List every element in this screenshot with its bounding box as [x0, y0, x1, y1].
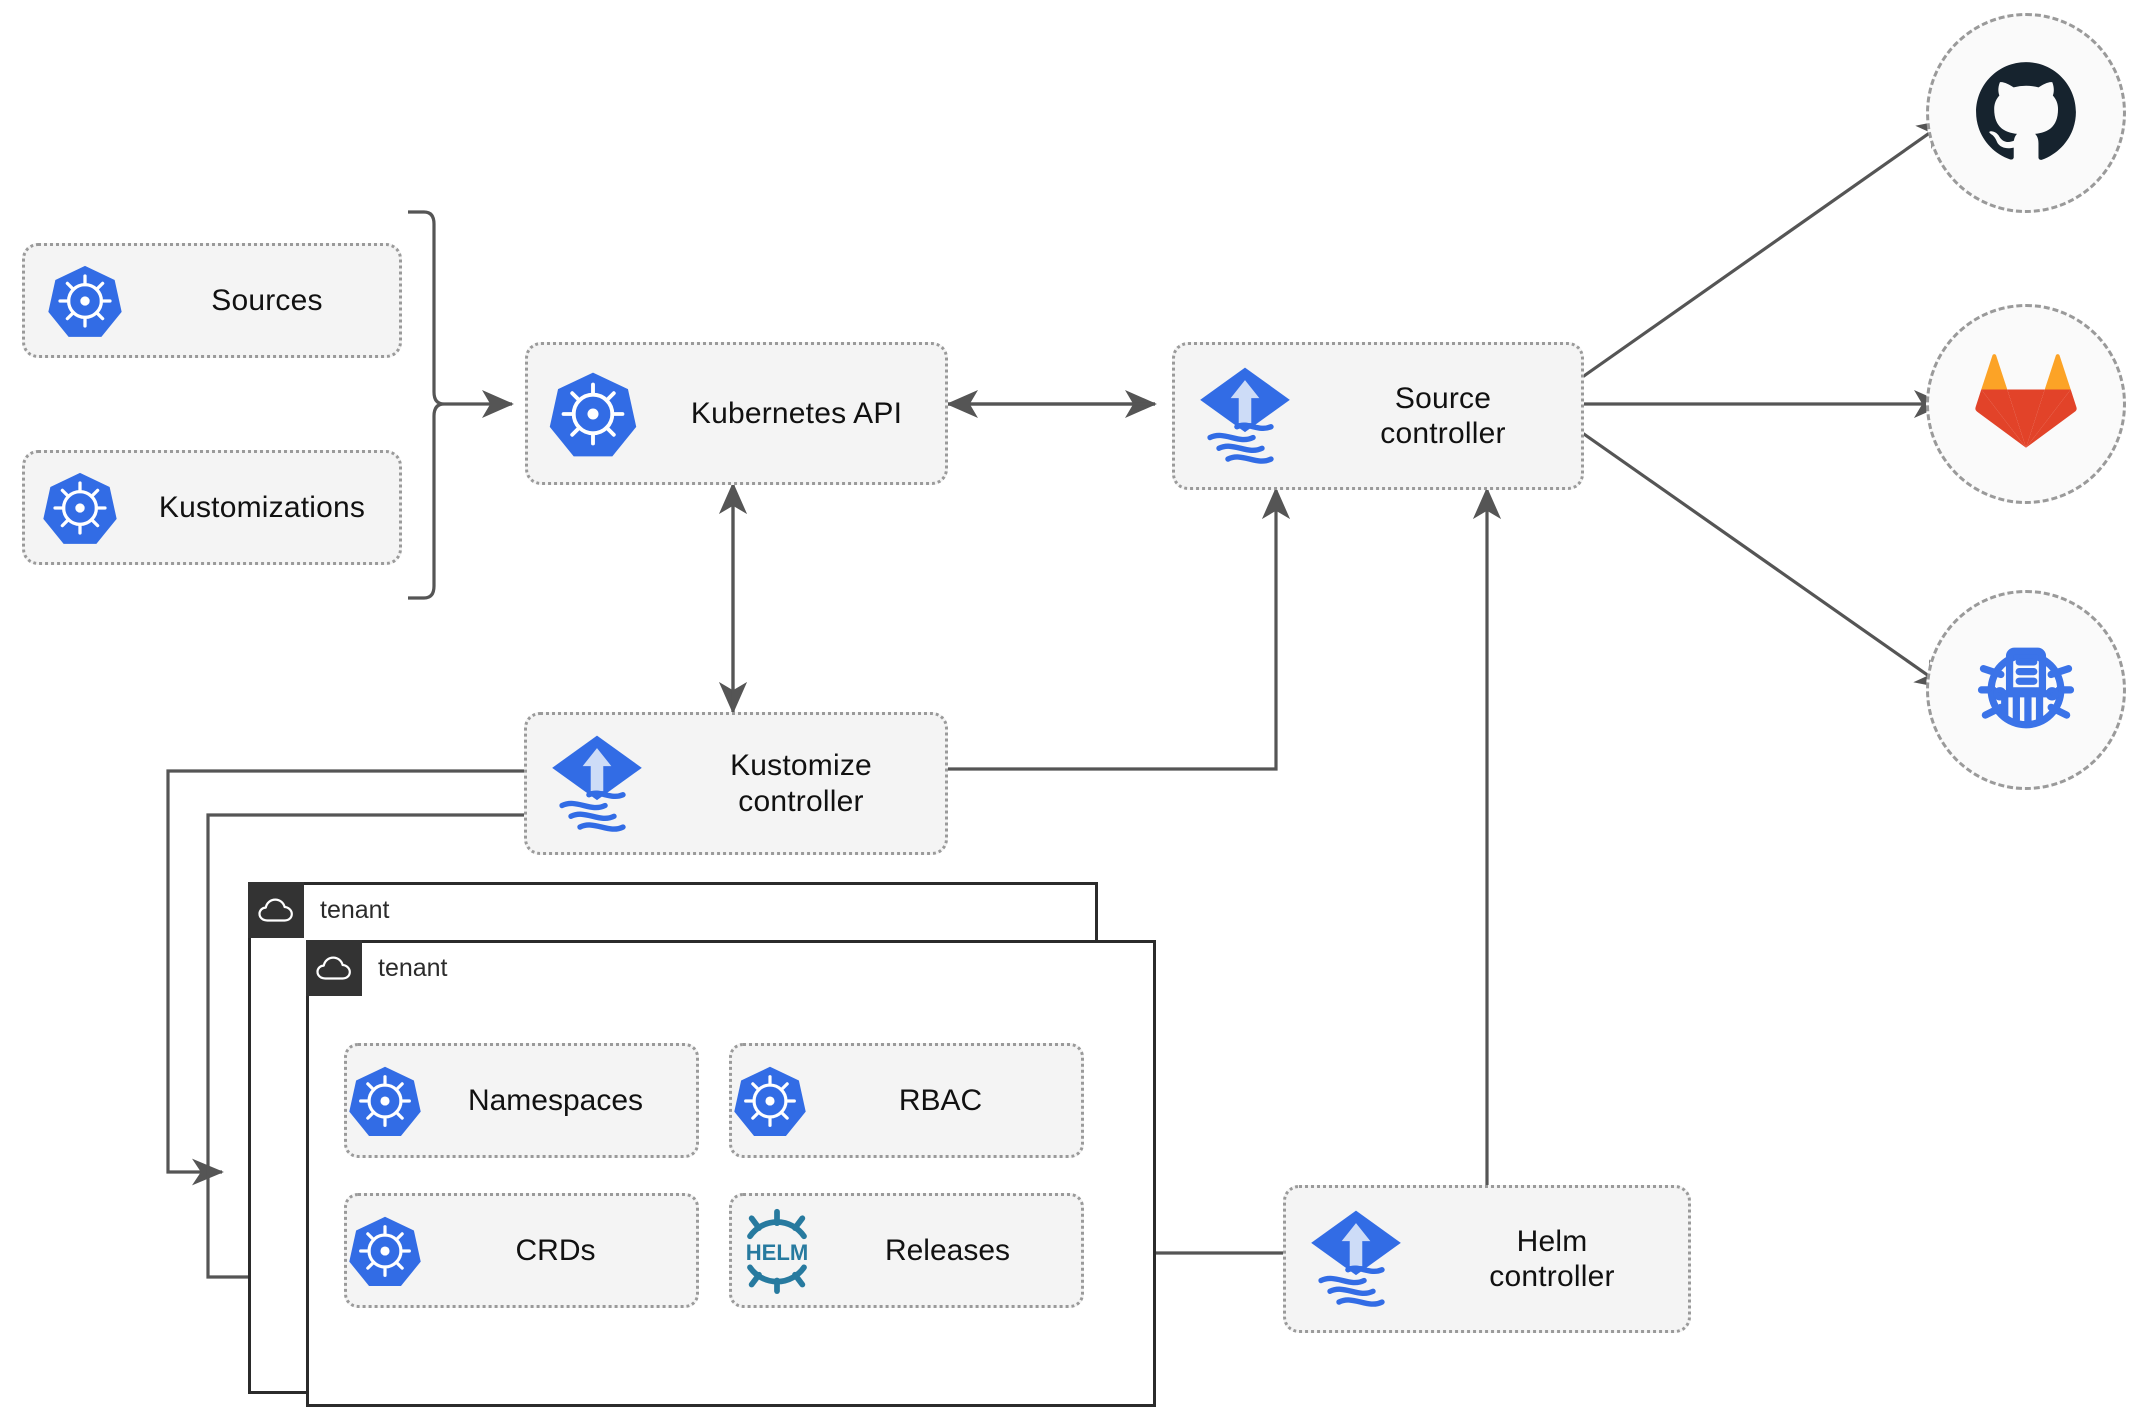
node-label: Sources — [211, 283, 323, 317]
kubernetes-icon — [528, 368, 658, 460]
node-label-line2: controller — [1489, 1260, 1615, 1293]
helm-icon: HELM — [732, 1208, 822, 1294]
group-bracket — [408, 210, 445, 600]
cloud-icon — [248, 882, 304, 938]
resource-card-crds[interactable]: CRDs — [344, 1193, 699, 1308]
node-kustomizations[interactable]: Kustomizations — [22, 450, 402, 565]
node-label: Kustomize controller — [667, 748, 945, 819]
resource-label: RBAC — [898, 1083, 983, 1117]
node-sources[interactable]: Sources — [22, 243, 402, 358]
node-kustomize-controller[interactable]: Kustomize controller — [524, 712, 948, 855]
node-kubernetes-api[interactable]: Kubernetes API — [525, 342, 948, 485]
kubernetes-icon — [347, 1213, 423, 1289]
tenant-tab: tenant — [248, 882, 390, 938]
wire-source-to-github — [1580, 118, 1950, 380]
node-label-line1: Helm — [1516, 1224, 1588, 1258]
node-label-line1: Source — [1394, 381, 1492, 415]
resource-card-releases[interactable]: HELM Releases — [729, 1193, 1084, 1308]
node-label: Kubernetes API — [690, 396, 903, 430]
github-icon — [1974, 59, 2078, 168]
endpoint-gitlab[interactable] — [1926, 304, 2126, 504]
node-label: Helm controller — [1426, 1224, 1688, 1295]
resource-card-namespaces[interactable]: Namespaces — [344, 1043, 699, 1158]
gitlab-icon — [1974, 352, 2078, 457]
wire-kustomize-to-source — [948, 487, 1291, 771]
tenant-label: tenant — [378, 953, 448, 982]
node-label: Source controller — [1315, 381, 1581, 452]
tenant-tab: tenant — [306, 940, 448, 996]
wire-source-to-helm-repo — [1580, 430, 1948, 690]
tenant-box-inner: tenant — [306, 940, 1156, 1407]
resource-card-rbac[interactable]: RBAC — [729, 1043, 1084, 1158]
flux-icon — [527, 732, 667, 836]
node-helm-controller[interactable]: Helm controller — [1283, 1185, 1691, 1333]
endpoint-helm-repository[interactable] — [1926, 590, 2126, 790]
node-label: Kustomizations — [158, 490, 366, 524]
tenant-label: tenant — [320, 895, 390, 924]
kubernetes-icon — [25, 262, 145, 340]
node-label-line2: controller — [1380, 417, 1506, 450]
kubernetes-icon — [732, 1063, 808, 1139]
kubernetes-icon — [347, 1063, 423, 1139]
node-label-line1: Kustomize — [730, 749, 872, 783]
helm-chart-repository-icon — [1968, 630, 2084, 751]
node-label-line2: controller — [738, 784, 864, 818]
flux-icon — [1175, 364, 1315, 468]
endpoint-github[interactable] — [1926, 13, 2126, 213]
node-source-controller[interactable]: Source controller — [1172, 342, 1584, 490]
resource-label: Namespaces — [467, 1083, 644, 1117]
resource-label: Releases — [884, 1233, 1011, 1267]
kubernetes-icon — [25, 469, 135, 547]
flux-icon — [1286, 1207, 1426, 1311]
cloud-icon — [306, 940, 362, 996]
resource-label: CRDs — [515, 1233, 596, 1267]
helm-wordmark: HELM — [746, 1240, 809, 1265]
